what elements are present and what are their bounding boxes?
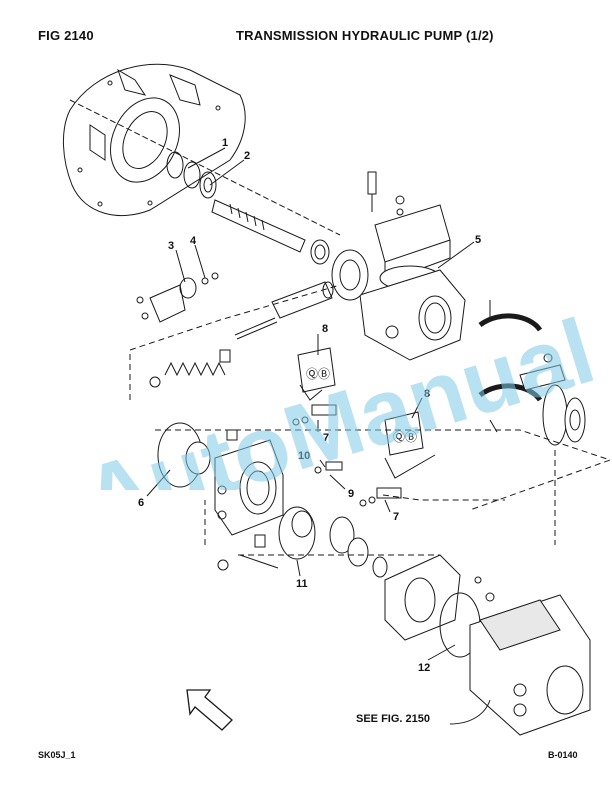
callout-2: 2 xyxy=(244,150,251,162)
valve-cover xyxy=(136,272,219,323)
figure-number: FIG 2140 xyxy=(38,28,94,43)
lower-pump-housing xyxy=(384,554,591,736)
drive-shaft xyxy=(211,199,330,265)
callout-8-lower: 8 xyxy=(424,388,431,400)
footer-code-right: B-0140 xyxy=(548,750,578,760)
callout-7-upper: 7 xyxy=(323,432,330,444)
see-figure-reference: SEE FIG. 2150 xyxy=(356,713,430,725)
pump-roller xyxy=(234,281,334,340)
callout-9: 9 xyxy=(348,488,355,500)
bearing-assembly xyxy=(478,300,586,446)
relief-spring xyxy=(149,349,231,388)
callout-8-upper: 8 xyxy=(322,323,329,335)
pump-body xyxy=(157,422,284,536)
callout-7-lower: 7 xyxy=(393,511,400,523)
banjo-bolt xyxy=(367,171,405,216)
seal-rings xyxy=(166,151,217,199)
callout-10: 10 xyxy=(298,450,311,462)
callout-1: 1 xyxy=(222,137,229,149)
leader-lines xyxy=(146,147,491,725)
gear-set xyxy=(217,506,388,578)
label-cards: ⓆⒷ ⓆⒷ xyxy=(297,347,424,456)
pump-housing xyxy=(331,204,466,361)
callout-4: 4 xyxy=(190,235,197,247)
svg-text:ⓆⒷ: ⓆⒷ xyxy=(393,430,417,444)
svg-text:ⓆⒷ: ⓆⒷ xyxy=(306,367,330,381)
flywheel-housing xyxy=(62,63,341,236)
callout-5: 5 xyxy=(475,234,482,246)
assembly-lines xyxy=(129,284,612,556)
hose-fittings xyxy=(292,404,402,507)
callout-6: 6 xyxy=(138,497,145,509)
footer-code-left: SK05J_1 xyxy=(38,750,76,760)
page-title: TRANSMISSION HYDRAULIC PUMP (1/2) xyxy=(236,28,494,43)
callout-12: 12 xyxy=(418,662,431,674)
callout-11: 11 xyxy=(296,578,308,590)
direction-arrow-icon xyxy=(186,689,233,731)
callout-3: 3 xyxy=(168,240,175,252)
